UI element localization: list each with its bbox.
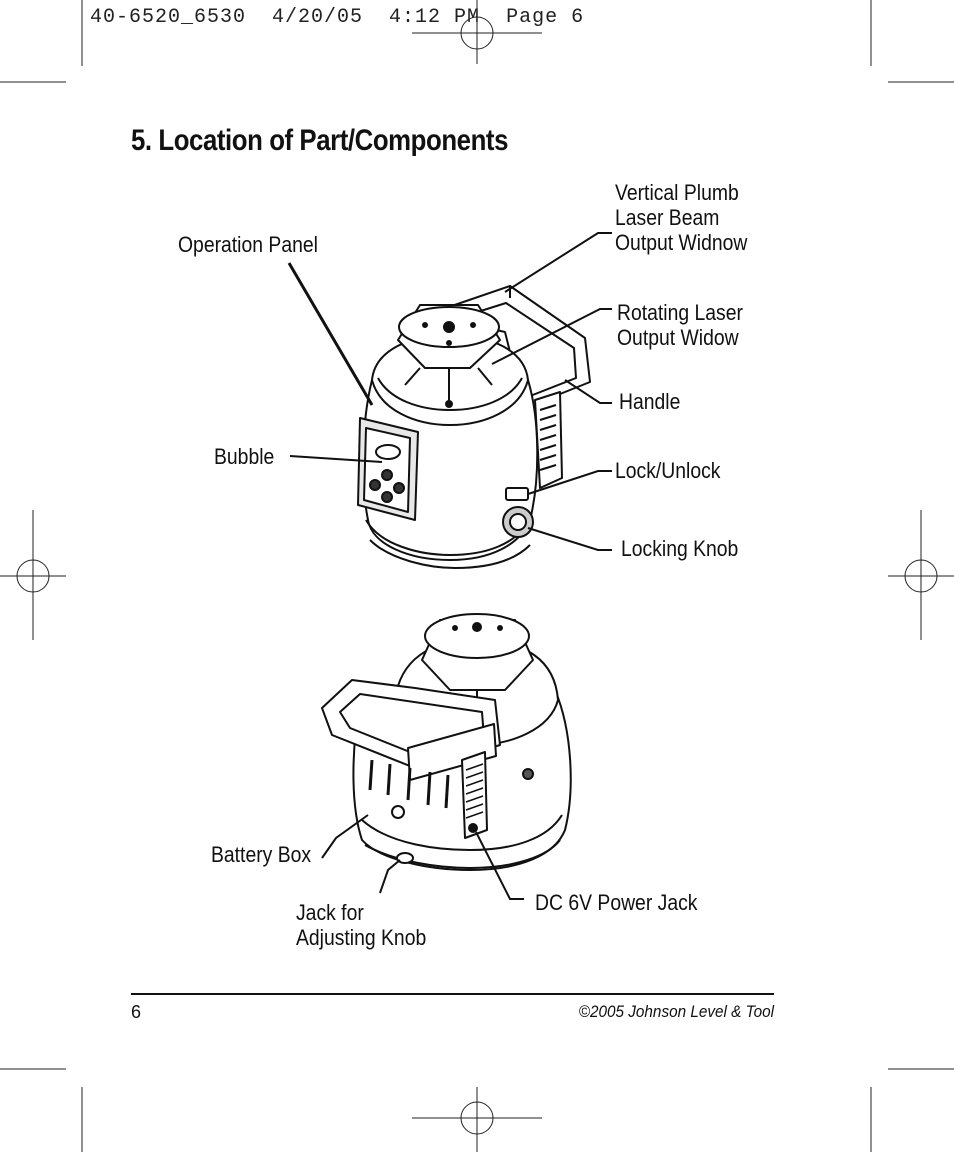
registration-mark-right <box>888 510 954 640</box>
leader-lines <box>287 232 612 900</box>
label-bubble: Bubble <box>214 444 275 469</box>
footer-rule <box>131 993 774 995</box>
laser-back-view <box>321 613 572 871</box>
label-dc-power-jack: DC 6V Power Jack <box>535 890 698 915</box>
registration-mark-left <box>0 510 66 640</box>
leader-battery-box <box>321 814 369 859</box>
laser-front-view <box>357 285 591 569</box>
leader-lock-unlock <box>527 470 612 495</box>
label-handle: Handle <box>619 389 681 414</box>
leader-handle <box>564 379 612 404</box>
label-battery-box: Battery Box <box>211 842 312 867</box>
page-number: 6 <box>131 1002 142 1022</box>
leader-bubble <box>289 455 383 463</box>
label-rotating-laser: Rotating Laser Output Widow <box>617 300 743 350</box>
leader-locking-knob <box>527 527 612 551</box>
print-slug: 40-6520_6530 4/20/05 4:12 PM Page 6 <box>90 6 585 29</box>
label-lock-unlock: Lock/Unlock <box>615 458 721 483</box>
label-vertical-plumb: Vertical Plumb Laser Beam Output Widnow <box>615 180 748 255</box>
leader-jack <box>379 859 401 894</box>
label-operation-panel: Operation Panel <box>178 232 318 257</box>
label-locking-knob: Locking Knob <box>621 536 739 561</box>
leader-operation-panel <box>287 262 374 406</box>
registration-mark-top <box>412 0 542 64</box>
label-jack-adjusting-knob: Jack for Adjusting Knob <box>296 900 427 950</box>
section-title: 5. Location of Part/Components <box>131 124 508 157</box>
leader-dc-jack <box>475 831 524 900</box>
leader-rotating-laser <box>491 308 612 365</box>
copyright-notice: ©2005 Johnson Level & Tool <box>578 1002 774 1021</box>
registration-mark-bottom <box>412 1087 542 1152</box>
leader-vertical-plumb <box>504 232 612 293</box>
